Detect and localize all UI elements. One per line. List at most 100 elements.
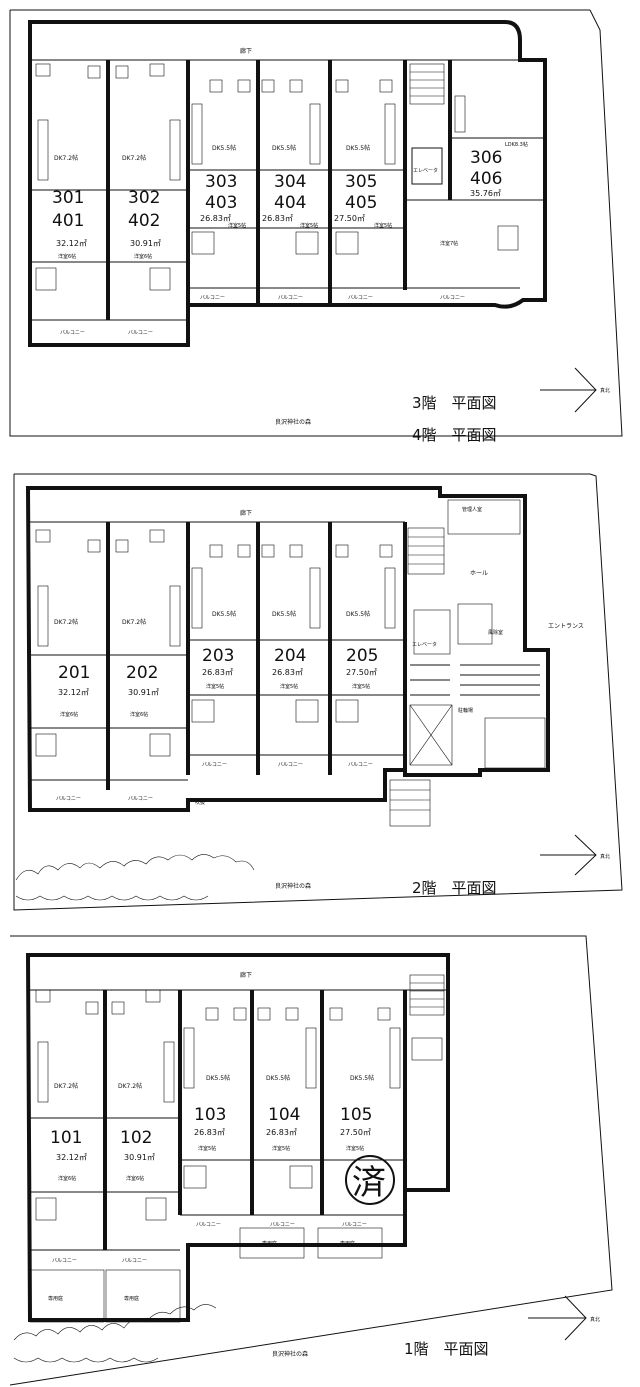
manager-room-label: 管理人室 (462, 506, 482, 513)
unit-306-406: LDK8.3帖 306 406 35.76㎡ 洋室7帖 (440, 141, 528, 247)
unit-104: DK5.5帖 104 26.83㎡ 洋室5帖 (266, 1074, 300, 1152)
tree-symbols (13, 1304, 217, 1363)
north-arrow: 真北 (540, 367, 610, 413)
unit-area: 30.91㎡ (130, 239, 161, 248)
building-outline (25, 486, 550, 812)
balcony-label: バルコニー (278, 295, 303, 301)
private-garden-label: 専用庭 (262, 1240, 277, 1247)
building-outline (28, 20, 547, 347)
tree-symbols (15, 854, 255, 901)
balcony-label: バルコニー (128, 330, 153, 336)
unit-number: 204 (274, 646, 306, 666)
unit-number: 103 (194, 1105, 226, 1125)
unit-room-size: 洋室5帖 (198, 1145, 216, 1152)
unit-dk-size: DK5.5帖 (212, 610, 236, 618)
unit-dk-size: DK5.5帖 (272, 144, 296, 152)
balcony-label: バルコニー (440, 295, 465, 301)
sold-stamp: 済 (345, 1155, 395, 1205)
unit-area: 26.83㎡ (262, 214, 293, 223)
unit-number: 305 (345, 172, 377, 192)
unit-area: 26.83㎡ (272, 668, 303, 677)
balcony-label: バルコニー (196, 1222, 221, 1228)
corridor-label: 廊下 (240, 971, 252, 979)
balcony-label: バルコニー (270, 1222, 295, 1228)
unit-room-size: 洋室6帖 (130, 711, 148, 718)
north-arrow: 真北 (528, 1295, 600, 1341)
unit-number: 301 (52, 188, 84, 208)
unit-room-size: 洋室5帖 (280, 683, 298, 690)
balcony-label: バルコニー (56, 796, 81, 802)
unit-203: DK5.5帖 203 26.83㎡ 洋室5帖 (202, 610, 236, 690)
shrine-forest-label: 良沢神社の森 (275, 418, 311, 426)
floor-title-2: 2階 平面図 (412, 879, 497, 897)
unit-room-size: 洋室5帖 (374, 222, 392, 229)
unit-room-size: 洋室6帖 (134, 253, 152, 260)
unit-area: 32.12㎡ (58, 688, 89, 697)
floor-1-plan: 廊下 DK7.2帖 1 (9, 935, 613, 1386)
unit-number-alt: 402 (128, 211, 160, 231)
balcony-label: バルコニー (348, 295, 373, 301)
floor-title-4: 4階 平面図 (412, 426, 497, 444)
balcony-label: バルコニー (342, 1222, 367, 1228)
unit-area: 30.91㎡ (128, 688, 159, 697)
unit-302-402: DK7.2帖 302 402 30.91㎡ 洋室6帖 (122, 154, 161, 260)
unit-number: 202 (126, 663, 158, 683)
floor-title-3: 3階 平面図 (412, 394, 497, 412)
unit-number-alt: 404 (274, 193, 306, 213)
unit-number: 102 (120, 1128, 152, 1148)
unit-room-size: 洋室6帖 (58, 1175, 76, 1182)
unit-number: 304 (274, 172, 306, 192)
unit-area: 30.91㎡ (124, 1153, 155, 1162)
elevator-label: エレベータ (413, 167, 438, 174)
north-label: 真北 (590, 1316, 600, 1323)
balcony-label: バルコニー (202, 762, 227, 768)
site-boundary (9, 9, 623, 437)
bicycle-parking-label: 駐輪場 (458, 707, 473, 714)
balcony-label: バルコニー (122, 1258, 147, 1264)
unit-room-size: 洋室5帖 (272, 1145, 290, 1152)
unit-101: DK7.2帖 101 32.12㎡ 洋室6帖 (50, 1082, 87, 1182)
balcony-label: バルコニー (52, 1258, 77, 1264)
balcony-label: バルコニー (348, 762, 373, 768)
floor-2-plan: 廊下 (13, 473, 623, 911)
unit-dk-size: DK7.2帖 (122, 618, 146, 626)
balcony-label: バルコニー (128, 796, 153, 802)
unit-area: 32.12㎡ (56, 1153, 87, 1162)
elevator-label: エレベータ (412, 641, 437, 648)
unit-dk-size: DK5.5帖 (206, 1074, 230, 1082)
unit-dk-size: DK7.2帖 (54, 618, 78, 626)
unit-102: DK7.2帖 102 30.91㎡ 洋室6帖 (118, 1082, 155, 1182)
void-label: 吹抜 (195, 799, 205, 806)
unit-room-size: 洋室7帖 (440, 240, 458, 247)
balcony-label: バルコニー (200, 295, 225, 301)
unit-dk-size: DK7.2帖 (122, 154, 146, 162)
private-garden-label: 専用庭 (124, 1295, 139, 1302)
unit-room-size: 洋室6帖 (126, 1175, 144, 1182)
entrance-label: エントランス (548, 623, 584, 630)
unit-number-alt: 405 (345, 193, 377, 213)
unit-number: 205 (346, 646, 378, 666)
unit-number-alt: 403 (205, 193, 237, 213)
north-label: 真北 (600, 387, 610, 394)
unit-room-size: 洋室5帖 (206, 683, 224, 690)
unit-room-size: 洋室5帖 (346, 1145, 364, 1152)
unit-number-alt: 406 (470, 169, 502, 189)
unit-103: DK5.5帖 103 26.83㎡ 洋室5帖 (194, 1074, 230, 1152)
site-boundary (13, 473, 623, 911)
unit-area: 26.83㎡ (202, 668, 233, 677)
unit-area: 26.83㎡ (200, 214, 231, 223)
unit-room-size: 洋室5帖 (352, 683, 370, 690)
unit-dk-size: DK5.5帖 (350, 1074, 374, 1082)
unit-room-size: 洋室6帖 (58, 253, 76, 260)
unit-number: 303 (205, 172, 237, 192)
unit-area: 32.12㎡ (56, 239, 87, 248)
unit-301-401: DK7.2帖 301 401 32.12㎡ 洋室6帖 (52, 154, 87, 260)
unit-room-size: 洋室6帖 (60, 711, 78, 718)
floor-3-4-plan: 廊下 (9, 9, 623, 444)
balcony-label: バルコニー (278, 762, 303, 768)
unit-dk-size: LDK8.3帖 (505, 141, 528, 148)
unit-room-size: 洋室5帖 (228, 222, 246, 229)
unit-number: 104 (268, 1105, 300, 1125)
building-outline (25, 953, 450, 1322)
unit-number-alt: 401 (52, 211, 84, 231)
